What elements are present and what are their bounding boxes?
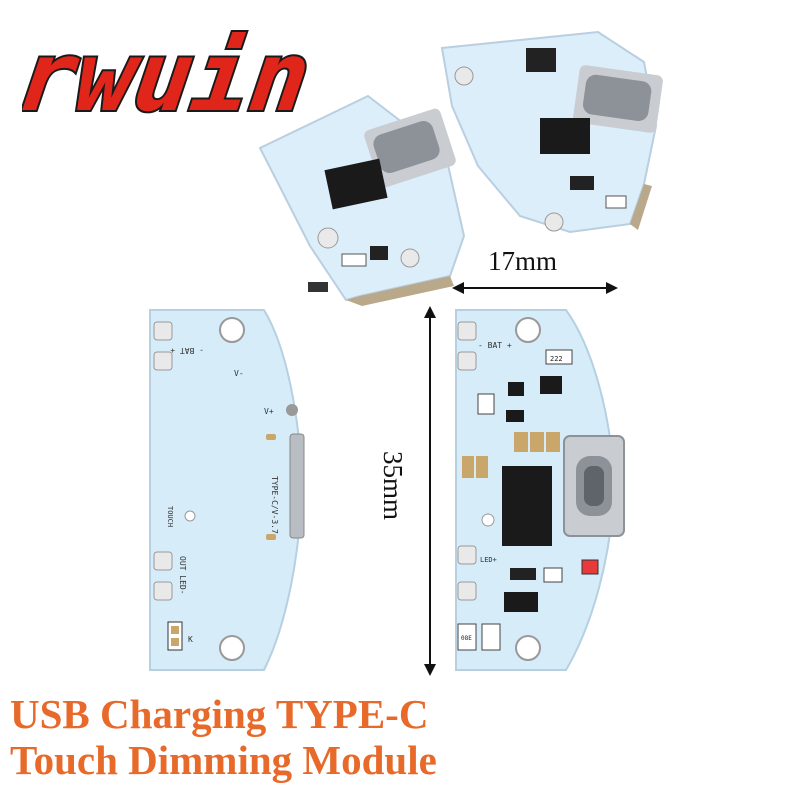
product-title-line2: Touch Dimming Module [10,737,437,783]
mount-hole [219,317,245,343]
board-front-view: - BAT + 222 LED+ 08E [455,309,625,671]
mount-hole [515,317,541,343]
label-resistor: 222 [550,355,563,363]
label-resistor-b: 08E [461,635,472,642]
mount-hole [317,227,339,249]
label-led-plus: LED+ [480,556,497,564]
label-vminus: V- [234,369,244,378]
label-touch: TOUCH [166,506,174,527]
label-k: K [188,635,193,644]
label-out-led: OUT LED- [178,556,187,595]
brand-logo: rwuin [22,18,319,134]
width-dimension-label: 17mm [488,246,558,276]
usb-c-port [289,433,305,539]
label-bat: - BAT + [170,346,204,355]
label-bat: - BAT + [478,341,512,350]
width-dimension-arrow [452,282,618,294]
board-photo-angled-right [440,30,663,234]
board-photo-angled-left [258,94,466,306]
ic-chip [324,158,388,210]
mount-hole [454,66,474,86]
brand-logo-text: rwuin [22,20,317,132]
height-dimension-arrow [424,306,436,676]
board-back-view: - BAT + V- V+ TYPE-C/V-3.7 TOUCH OUT LED… [149,309,305,671]
height-dimension-label: 35mm [378,450,409,521]
product-title-line1: USB Charging TYPE-C [10,691,429,737]
solder-pad [153,321,173,341]
ic-chip [502,466,552,546]
ic-chip [540,118,590,154]
label-vplus: V+ [264,407,274,416]
label-type-c: TYPE-C/V-3.7 [270,476,279,534]
